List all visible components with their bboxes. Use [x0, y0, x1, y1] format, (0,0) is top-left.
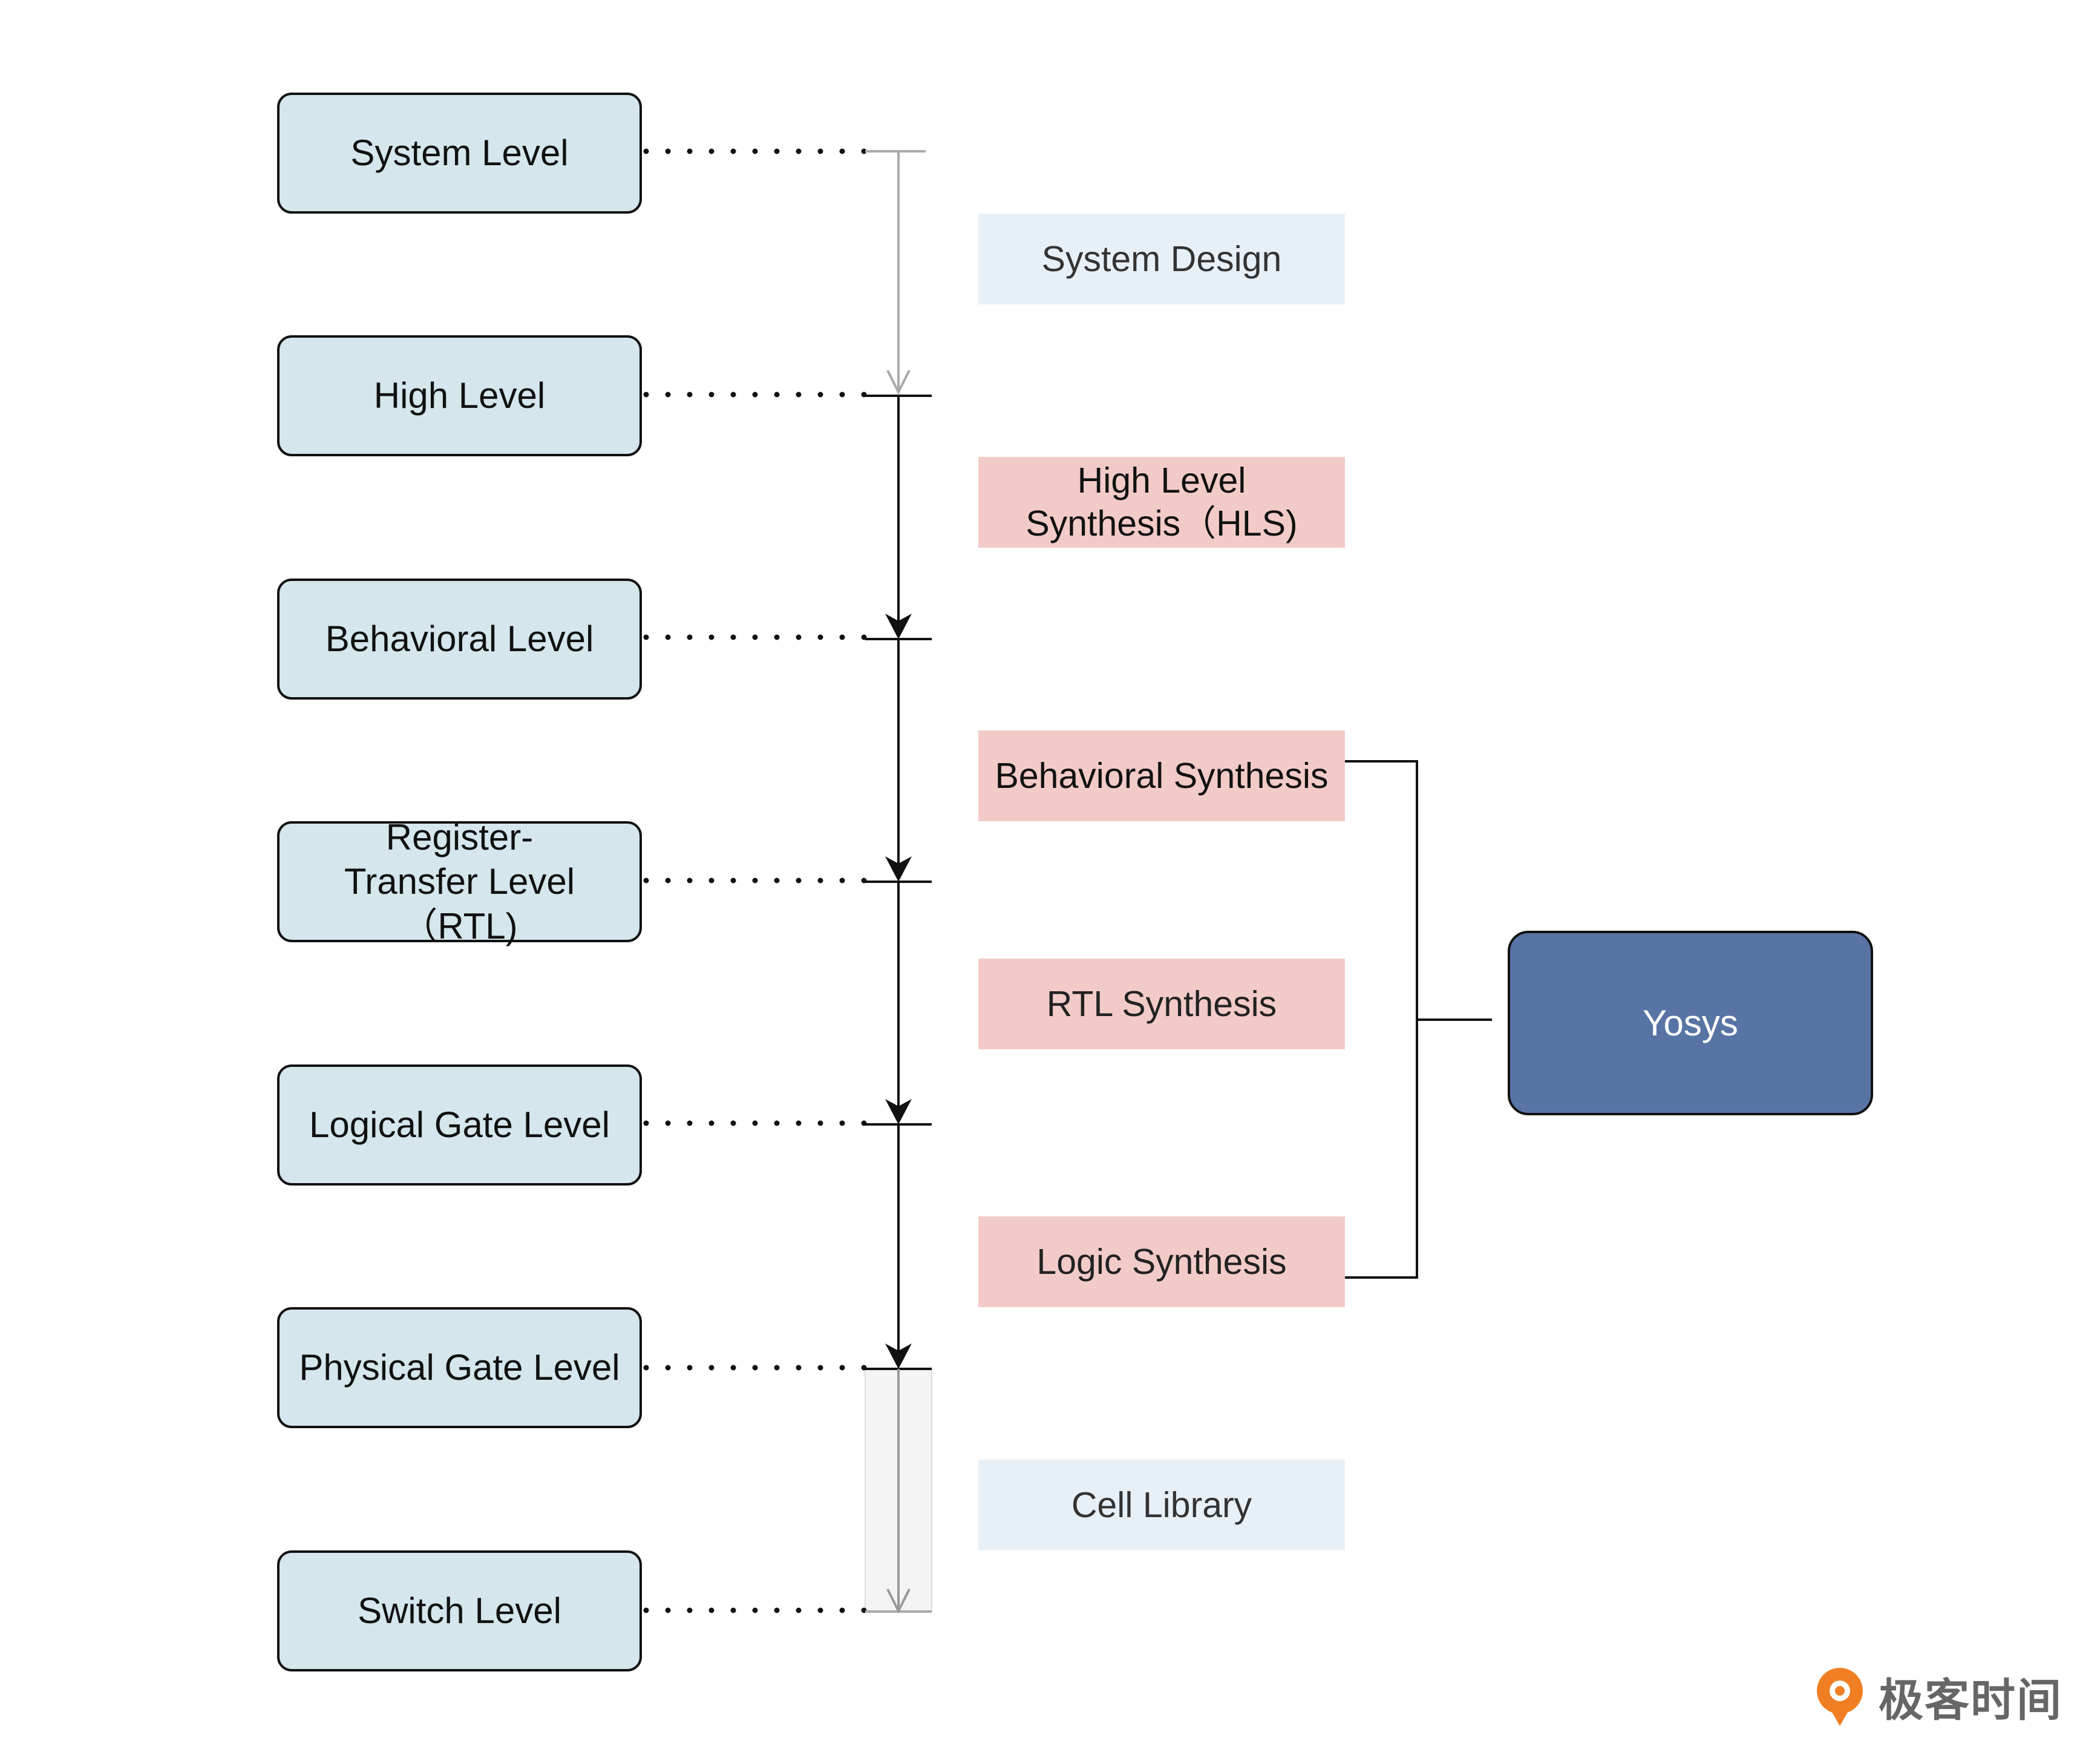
arrow-behavioral-synthesis [885, 639, 912, 882]
stage-cell-library-label: Cell Library [1071, 1484, 1252, 1525]
level-logical-gate-label: Logical Gate Level [309, 1104, 610, 1146]
level-rtl-label: Register-Transfer Level（RTL) [344, 817, 575, 946]
stage-behavioral-synthesis-label: Behavioral Synthesis [995, 755, 1329, 796]
level-behavioral: Behavioral Level [277, 579, 642, 700]
level-physical-gate: Physical Gate Level [277, 1307, 642, 1428]
level-high-label: High Level [373, 375, 546, 416]
stage-hls-label: High Level Synthesis（HLS) [1025, 461, 1298, 543]
arrow-hls [885, 396, 912, 639]
geek-time-logo-icon [1817, 1668, 1863, 1726]
level-rtl: Register-Transfer Level（RTL) [277, 817, 642, 946]
arrow-rtl-synthesis [885, 882, 912, 1124]
arrow-cell-library [886, 1369, 911, 1614]
level-system: System Level [277, 93, 642, 214]
stage-rtl-synthesis: RTL Synthesis [978, 959, 1345, 1049]
arrow-system-design [886, 151, 911, 395]
level-high: High Level [277, 335, 642, 456]
stage-system-design: System Design [978, 214, 1345, 304]
stage-system-design-label: System Design [1041, 238, 1282, 279]
yosys-bracket [1345, 760, 1492, 1279]
stage-rtl-synthesis-label: RTL Synthesis [1046, 983, 1277, 1024]
tool-yosys-label: Yosys [1643, 1003, 1738, 1043]
brand-name: 极客时间 [1879, 1674, 2062, 1727]
tool-yosys: Yosys [1508, 931, 1873, 1115]
stage-behavioral-synthesis: Behavioral Synthesis [978, 730, 1345, 821]
level-system-label: System Level [350, 133, 569, 174]
stage-cell-library: Cell Library [978, 1460, 1345, 1550]
stage-logic-synthesis: Logic Synthesis [978, 1216, 1345, 1307]
stage-logic-synthesis-label: Logic Synthesis [1036, 1241, 1287, 1282]
stage-hls: High Level Synthesis（HLS) [978, 457, 1345, 548]
level-behavioral-label: Behavioral Level [325, 618, 594, 660]
brand-watermark: 极客时间 [1812, 1663, 2062, 1730]
level-logical-gate: Logical Gate Level [277, 1064, 642, 1186]
arrow-logic-synthesis [885, 1124, 912, 1369]
level-switch-label: Switch Level [358, 1590, 561, 1632]
level-switch: Switch Level [277, 1550, 642, 1671]
level-physical-gate-label: Physical Gate Level [299, 1347, 620, 1388]
